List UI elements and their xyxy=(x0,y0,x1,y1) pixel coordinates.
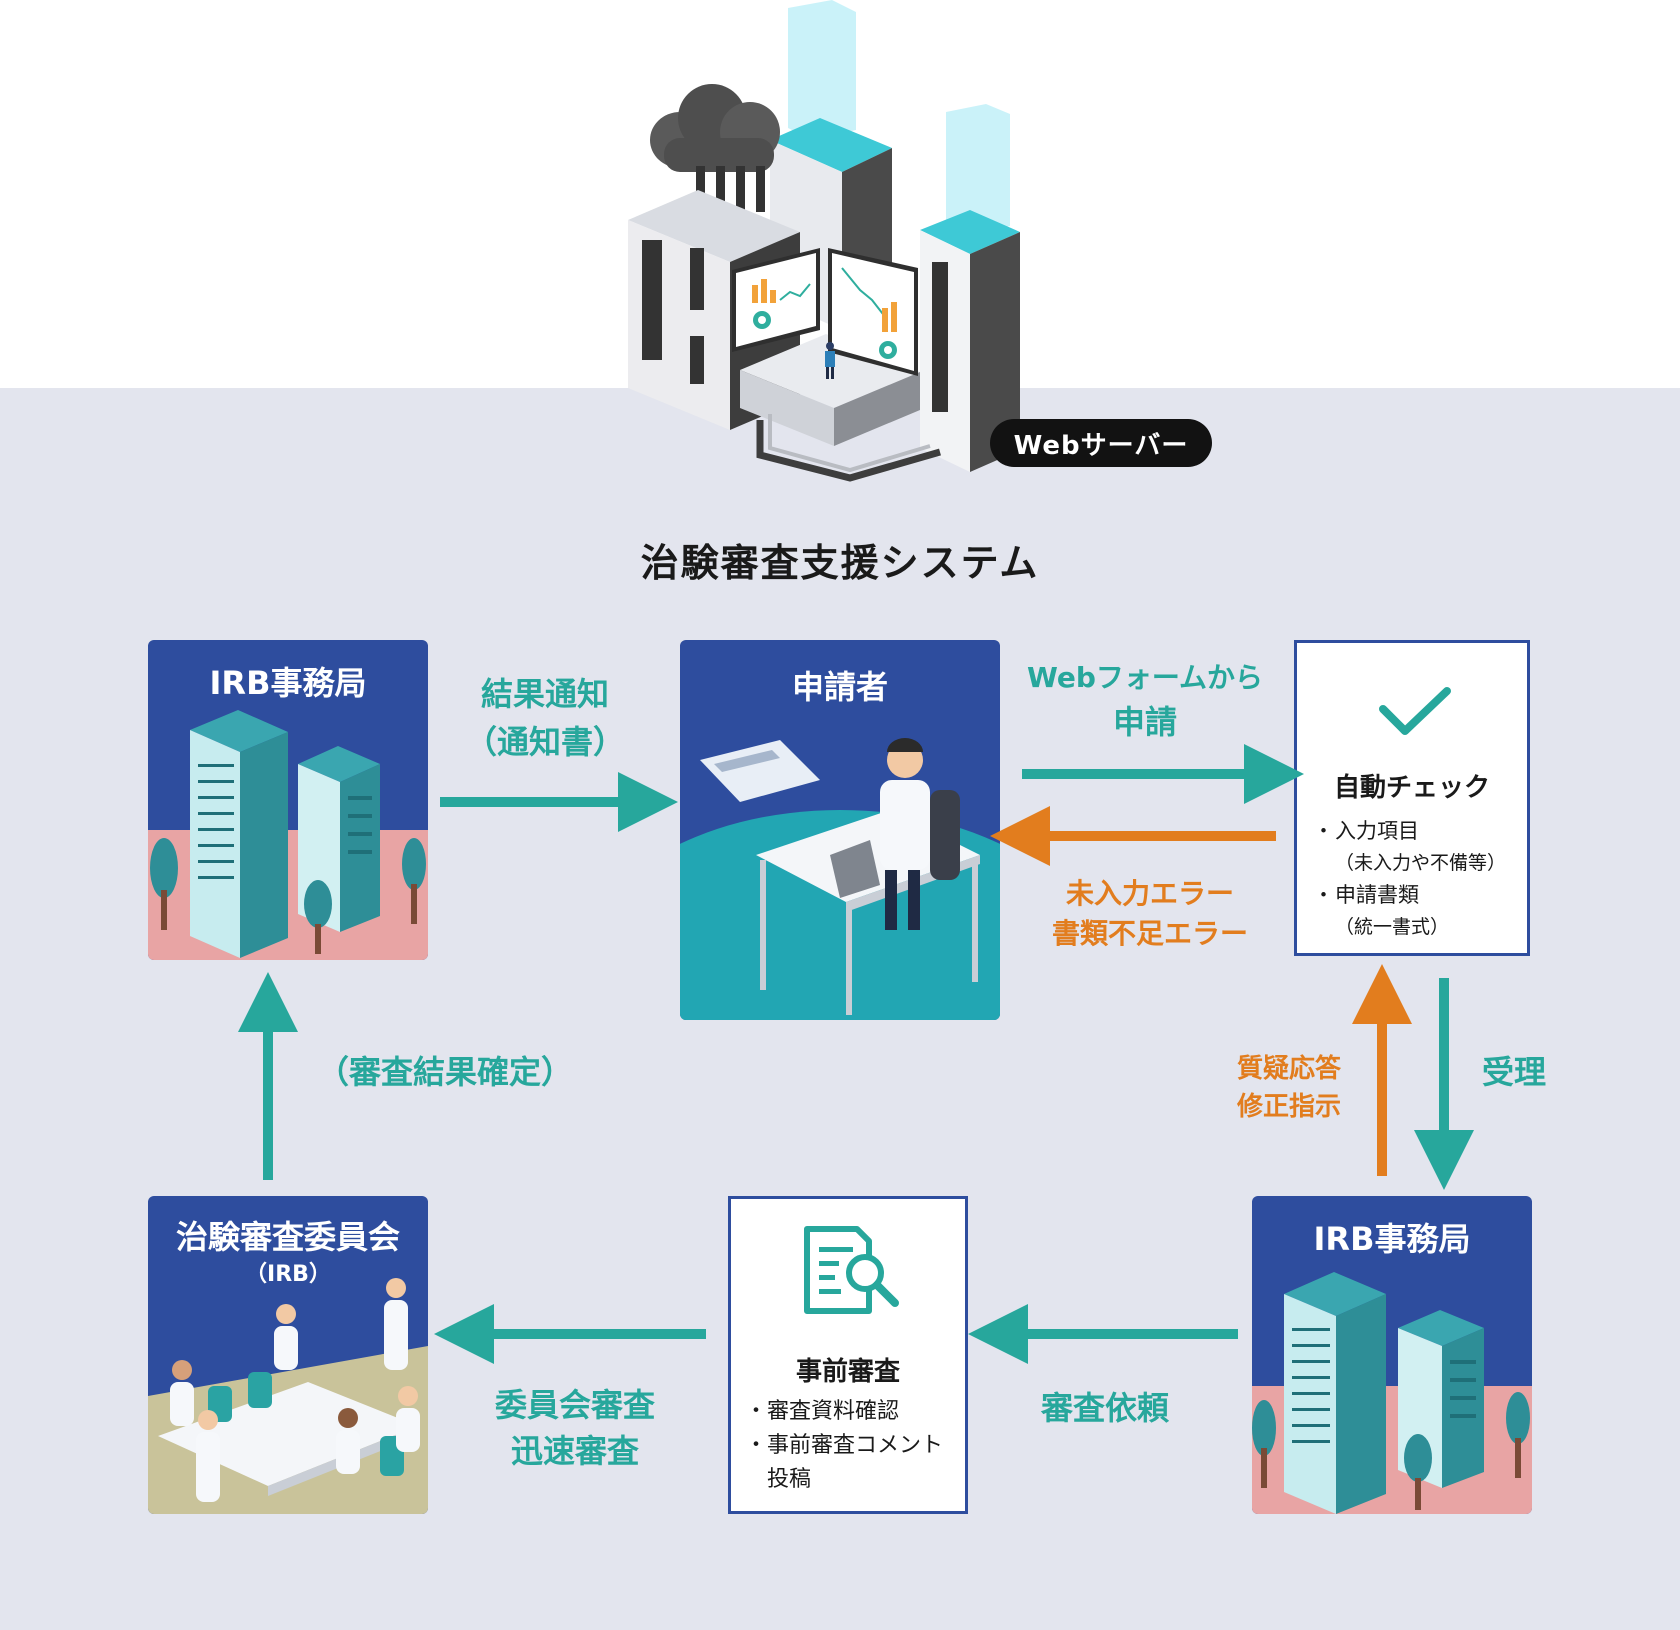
committee-card: 治験審査委員会 （IRB） xyxy=(148,1196,428,1514)
label-accept: 受理 xyxy=(1481,1053,1546,1091)
web-server-badge: Webサーバー xyxy=(990,419,1212,467)
system-title: 治験審査支援システム xyxy=(640,541,1040,585)
irb-office-top-card: IRB事務局 xyxy=(148,640,428,960)
checkmark-icon xyxy=(1379,687,1451,735)
irb-office-bottom-title: IRB事務局 xyxy=(1313,1220,1471,1258)
office-buildings-illustration xyxy=(1252,1272,1532,1514)
irb-office-bottom-card: IRB事務局 xyxy=(1252,1196,1532,1514)
auto-check-item: 入力項目 （未入力や不備等） xyxy=(1313,815,1506,879)
committee-meeting-illustration xyxy=(148,1278,428,1514)
committee-subtitle: （IRB） xyxy=(245,1262,331,1287)
pre-review-box: 事前審査 審査資料確認 事前審査コメント 投稿 xyxy=(728,1196,968,1514)
committee-title: 治験審査委員会 xyxy=(175,1218,400,1256)
irb-office-top-title: IRB事務局 xyxy=(209,664,367,702)
label-web-apply: Webフォームから 申請 xyxy=(1026,661,1264,741)
web-server-illustration xyxy=(620,0,1060,485)
label-result-notice: 結果通知 （通知書） xyxy=(464,675,625,761)
auto-check-title: 自動チェック xyxy=(1333,773,1490,803)
label-qa: 質疑応答 修正指示 xyxy=(1236,1054,1341,1122)
office-buildings-illustration xyxy=(148,710,428,960)
pre-review-item: 事前審査コメント 投稿 xyxy=(745,1429,943,1497)
auto-check-list: 入力項目 （未入力や不備等） 申請書類 （統一書式） xyxy=(1313,815,1506,943)
applicant-card: 申請者 xyxy=(680,640,1000,1020)
pre-review-item: 審査資料確認 xyxy=(745,1395,943,1429)
auto-check-item: 申請書類 （統一書式） xyxy=(1313,879,1506,943)
label-errors: 未入力エラー 書類不足エラー xyxy=(1051,877,1248,950)
applicant-title: 申請者 xyxy=(791,668,888,706)
applicant-doctor-illustration xyxy=(680,738,1000,1020)
pre-review-list: 審査資料確認 事前審査コメント 投稿 xyxy=(745,1395,943,1497)
label-committee-review: 委員会審査 迅速審査 xyxy=(494,1386,655,1470)
label-decision: （審査結果確定） xyxy=(316,1053,573,1091)
pre-review-title: 事前審査 xyxy=(795,1357,900,1387)
label-review-request: 審査依頼 xyxy=(1040,1389,1169,1427)
document-search-icon xyxy=(804,1226,899,1314)
